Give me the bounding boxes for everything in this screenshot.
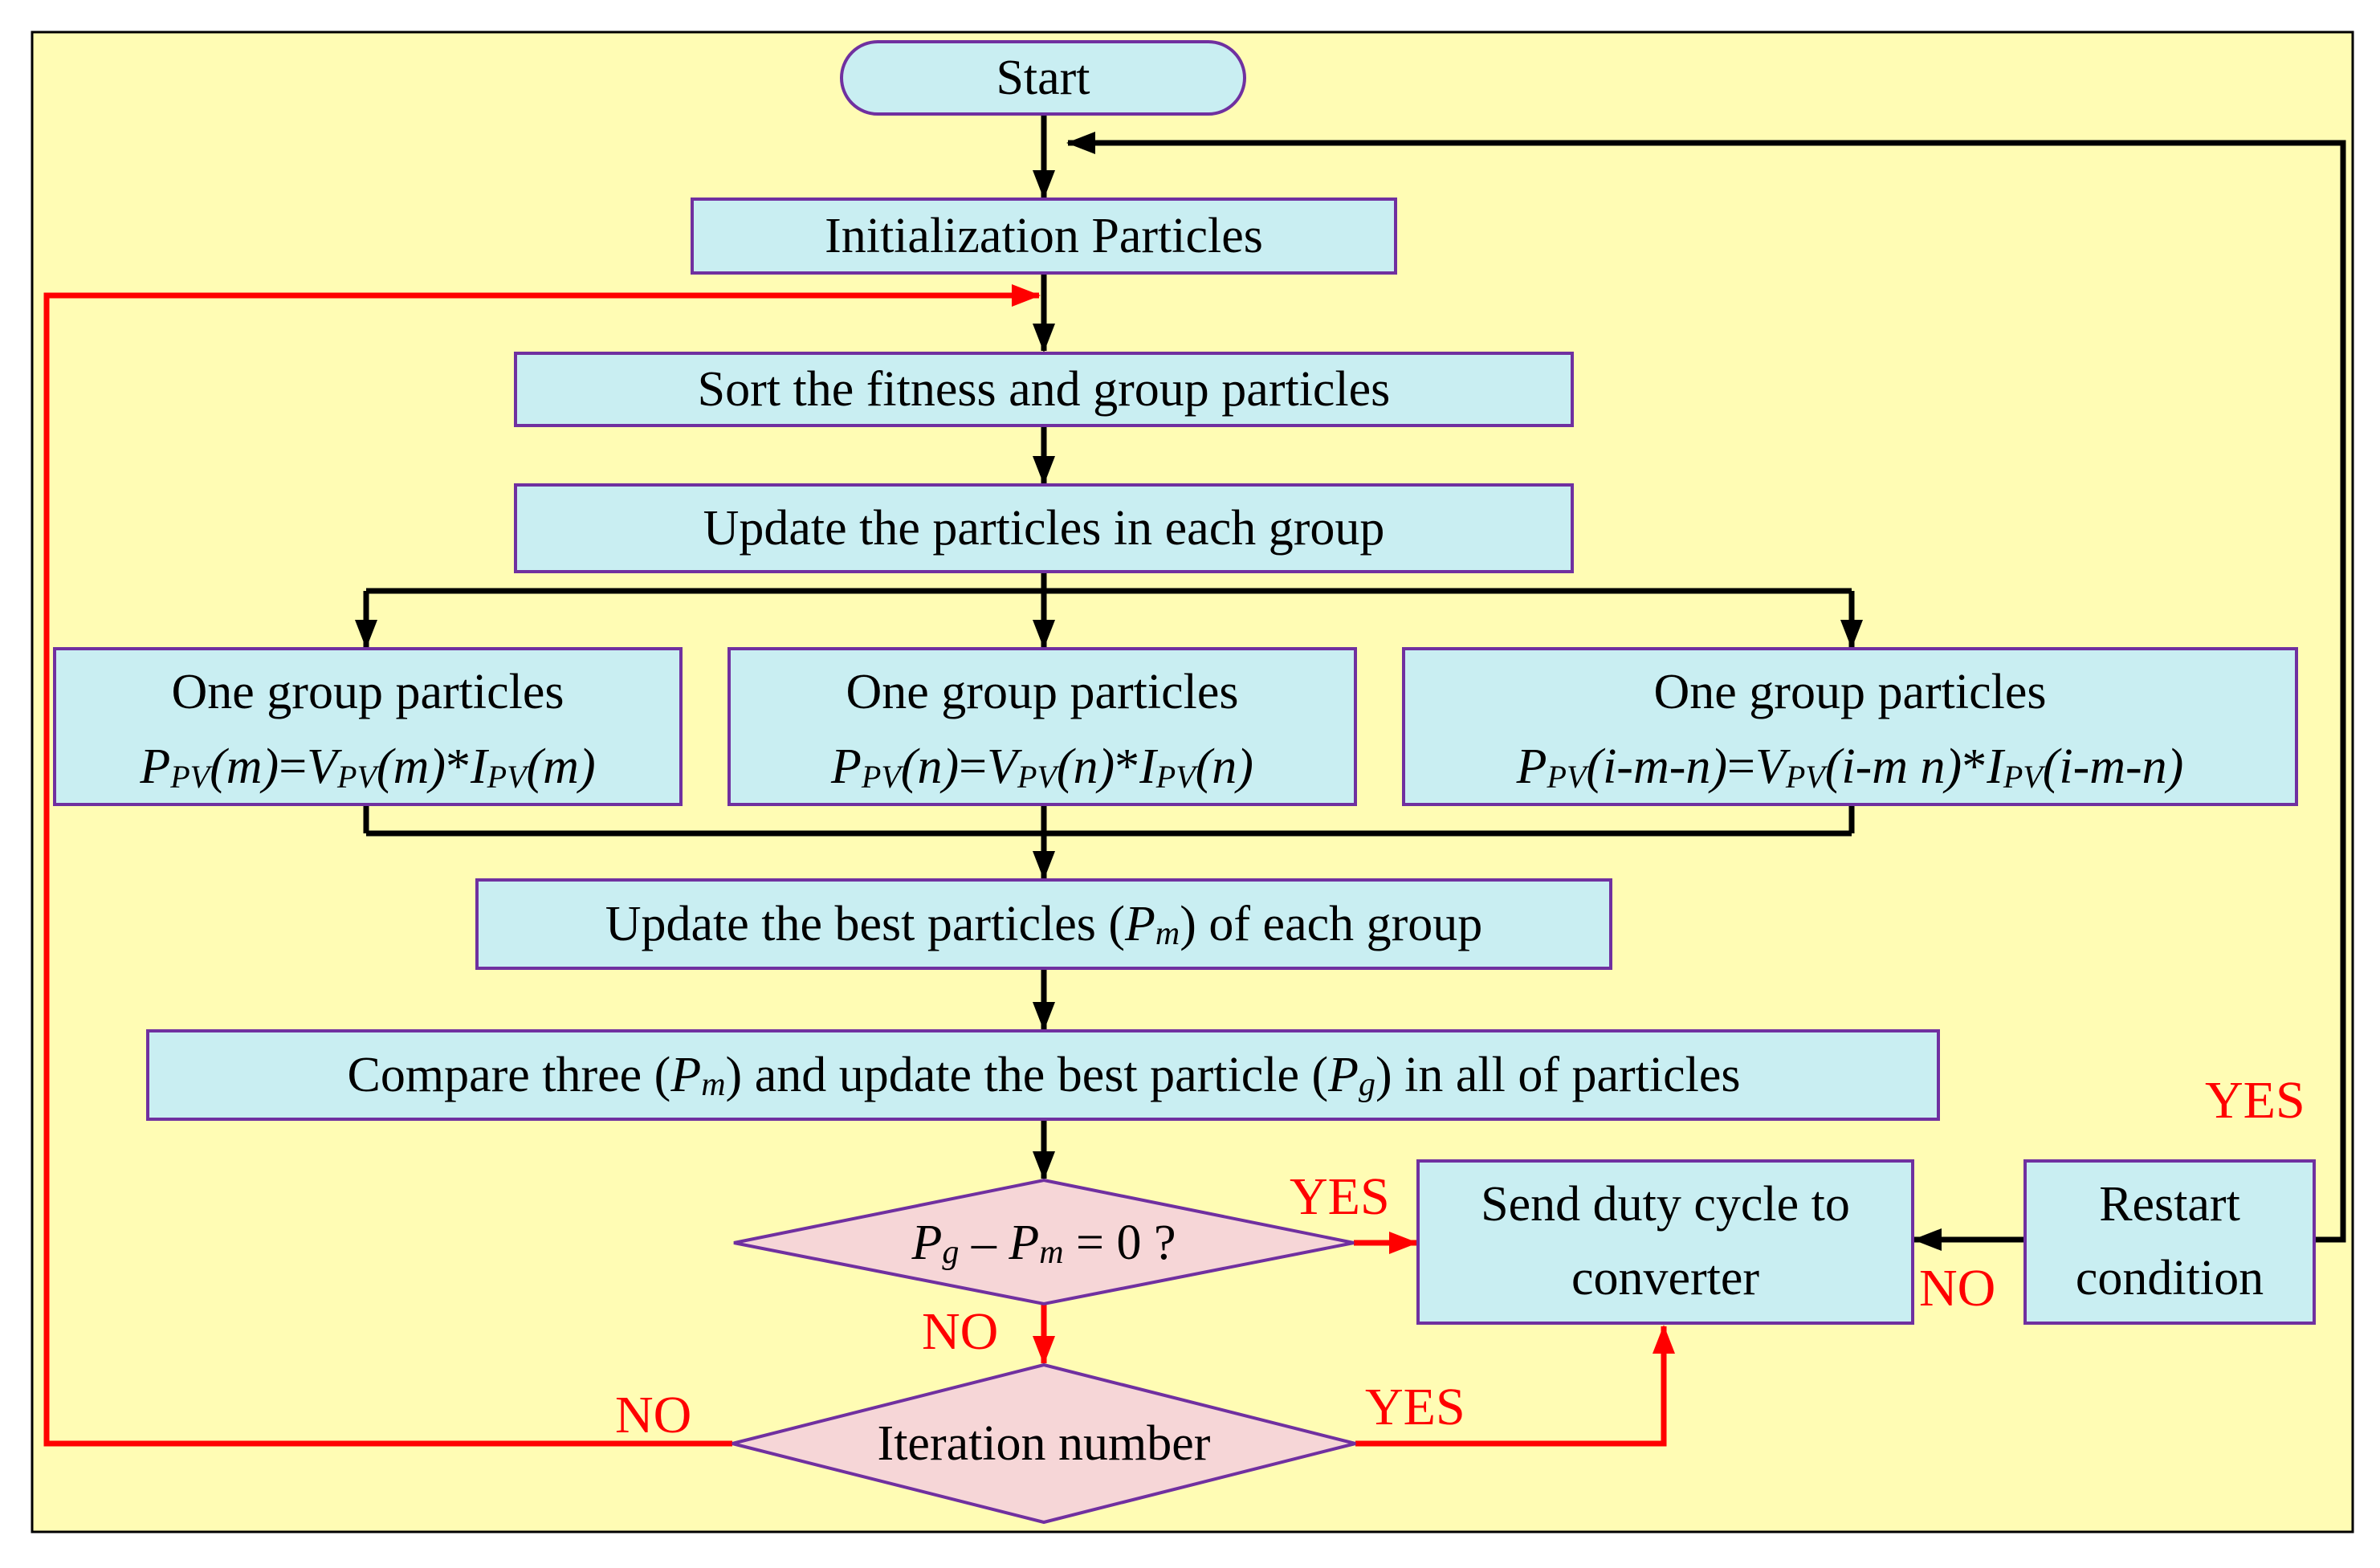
update-groups-box bbox=[514, 483, 1574, 573]
label-no-decision1: NO bbox=[922, 1302, 998, 1361]
update-best-label: Update the best particles (Pm) of each g… bbox=[605, 897, 1483, 952]
group-m-formula: PPV(m)=VPV(m)*IPV(m) bbox=[139, 739, 595, 795]
start-terminator bbox=[840, 40, 1246, 116]
label-no-restart: NO bbox=[1919, 1259, 1995, 1318]
compare-box bbox=[146, 1029, 1940, 1121]
label-yes-decision1: YES bbox=[1290, 1167, 1390, 1226]
group-m-title: One group particles bbox=[172, 665, 564, 719]
black-connectors bbox=[355, 114, 2346, 1251]
compare-label: Compare three (Pm) and update the best p… bbox=[348, 1048, 1741, 1103]
red-connectors bbox=[43, 284, 1675, 1447]
init-label: Initialization Particles bbox=[825, 209, 1263, 263]
sort-label: Sort the fitness and group particles bbox=[698, 362, 1391, 417]
edge-restart-yes-loop bbox=[1066, 132, 2346, 1243]
group-rest-title: One group particles bbox=[1654, 665, 2047, 719]
update-groups-label: Update the particles in each group bbox=[703, 501, 1385, 556]
decision-pg-pm-diamond bbox=[733, 1178, 1355, 1306]
start-label: Start bbox=[996, 51, 1090, 105]
label-yes-restart: YES bbox=[2205, 1071, 2305, 1130]
decision-iteration-label: Iteration number bbox=[878, 1416, 1211, 1471]
group-rest-box bbox=[1402, 647, 2298, 806]
label-no-iteration: NO bbox=[615, 1386, 691, 1444]
decision-pg-pm-label: Pg – Pm = 0 ? bbox=[911, 1216, 1176, 1271]
decision-iteration-diamond bbox=[732, 1362, 1356, 1525]
send-duty-line1: Send duty cycle to bbox=[1481, 1177, 1850, 1232]
restart-line1: Restart bbox=[2099, 1177, 2240, 1232]
group-n-formula: PPV(n)=VPV(n)*IPV(n) bbox=[830, 739, 1253, 795]
label-yes-iteration: YES bbox=[1365, 1378, 1465, 1436]
send-duty-line2: converter bbox=[1571, 1251, 1759, 1305]
update-best-box bbox=[475, 878, 1612, 970]
send-duty-box bbox=[1416, 1159, 1914, 1325]
restart-box bbox=[2023, 1159, 2316, 1325]
group-n-title: One group particles bbox=[846, 665, 1239, 719]
edge-iteration-no-loop bbox=[43, 284, 1041, 1447]
group-rest-formula: PPV(i-m-n)=VPV(i-m n)*IPV(i-m-n) bbox=[1516, 739, 2184, 795]
sort-box bbox=[514, 352, 1574, 427]
group-m-box bbox=[53, 647, 683, 806]
edge-iteration-yes-send bbox=[1355, 1325, 1675, 1447]
init-box bbox=[691, 198, 1397, 275]
restart-line2: condition bbox=[2076, 1251, 2264, 1305]
group-n-box bbox=[727, 647, 1357, 806]
